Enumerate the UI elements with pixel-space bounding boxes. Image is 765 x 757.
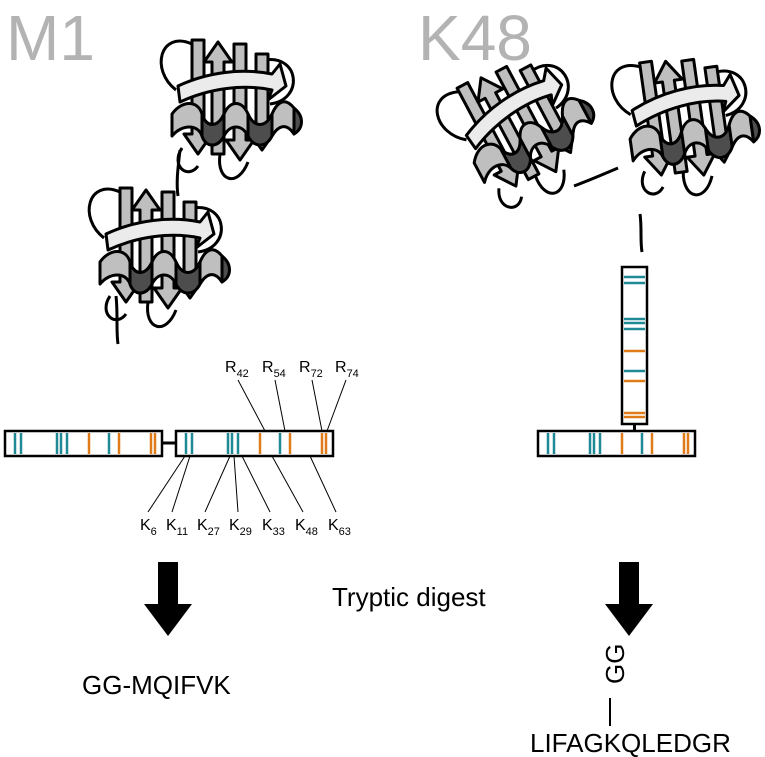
residue-label-k6: K6 xyxy=(140,517,157,538)
m1-diubiquitin-structure xyxy=(87,38,303,345)
sequence-bars xyxy=(3,265,697,458)
k48-product-peptide: LIFAGKQLEDGR xyxy=(530,728,731,757)
residue-label-r72: R72 xyxy=(299,359,323,380)
arginine-labels: R42 R54 R72 R74 xyxy=(225,359,359,380)
m1-bar-1 xyxy=(3,429,164,458)
lysine-labels: K6 K11 K27 K29 K33 K48 K63 xyxy=(140,517,351,538)
k48-branch-peptide: GG xyxy=(600,644,630,684)
residue-leader-lines xyxy=(147,379,347,513)
m1-bar-2 xyxy=(174,429,335,458)
residue-label-k11: K11 xyxy=(166,517,188,538)
k48-bar-vertical xyxy=(620,265,649,426)
m1-product-peptide: GG-MQIFVK xyxy=(82,670,231,700)
residue-label-r74: R74 xyxy=(335,359,359,380)
residue-label-r42: R42 xyxy=(225,359,249,380)
residue-label-k48: K48 xyxy=(295,517,318,538)
digest-arrow-right xyxy=(605,562,653,636)
panel-title-m1: M1 xyxy=(6,2,95,74)
k48-diubiquitin-structure xyxy=(428,35,765,253)
residue-label-r54: R54 xyxy=(262,359,286,380)
panel-title-k48: K48 xyxy=(418,2,532,74)
tryptic-digest-label: Tryptic digest xyxy=(332,582,486,612)
residue-label-k29: K29 xyxy=(229,517,252,538)
digest-arrow-left xyxy=(144,562,192,636)
residue-label-k27: K27 xyxy=(197,517,220,538)
k48-bar-horizontal xyxy=(536,429,697,458)
residue-label-k33: K33 xyxy=(262,517,285,538)
residue-label-k63: K63 xyxy=(328,517,351,538)
